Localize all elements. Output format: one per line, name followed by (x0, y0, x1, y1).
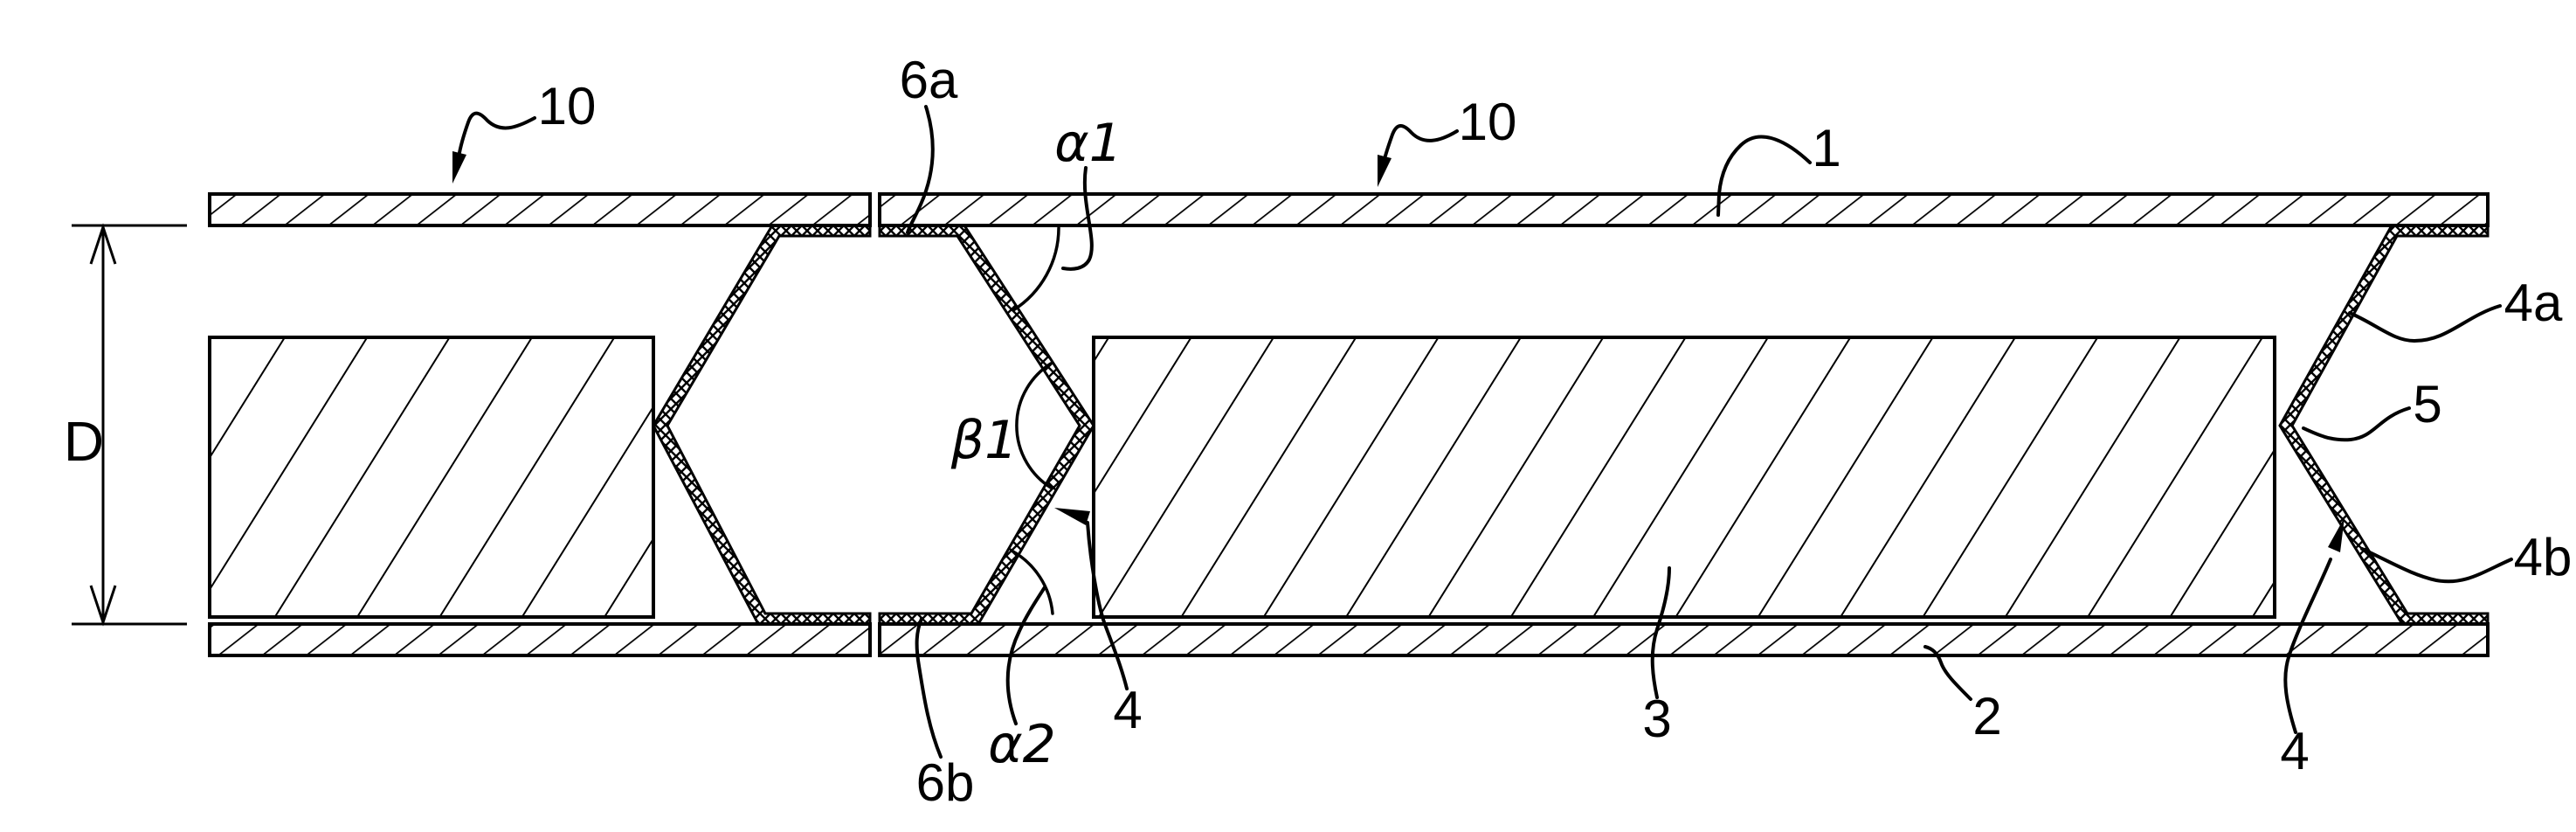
leader-10-right-arrowhead (1378, 155, 1392, 187)
top-plate-right-segment (878, 192, 2490, 227)
leader-4-center (1086, 521, 1129, 690)
leader-5 (2302, 406, 2411, 442)
leader-alpha1 (1061, 166, 1094, 271)
label-4b: 4b (2514, 528, 2573, 586)
label-1: 1 (1812, 119, 1840, 177)
core-block-right (1092, 336, 2276, 619)
dimension-arrowhead-bottom (89, 585, 117, 627)
leader-6a (906, 105, 935, 234)
reference-labels: 10 6a α1 10 1 4a 5 4b β1 6b α2 4 3 2 4 (538, 51, 2573, 812)
leader-10-left-arrowhead (452, 151, 466, 184)
label-2: 2 (1972, 687, 2001, 745)
bottom-plate-left-segment (208, 622, 872, 657)
leader-10-right (1381, 124, 1459, 168)
leader-3 (1650, 566, 1671, 699)
leader-4-right-arrowhead (2328, 517, 2345, 552)
label-4-right: 4 (2280, 722, 2309, 780)
leader-1 (1716, 135, 1812, 217)
label-beta1: β1 (950, 410, 1018, 471)
angle-arc-alpha1 (1012, 226, 1060, 312)
leader-lines (452, 105, 2513, 759)
core-block-left (208, 336, 655, 619)
label-10-right: 10 (1459, 93, 1517, 151)
top-plate-left-segment (208, 192, 872, 227)
spacer-center-unit (878, 224, 1095, 626)
label-10-left: 10 (538, 77, 597, 135)
leader-4a (2348, 304, 2502, 343)
leader-4b (2360, 547, 2513, 584)
leader-6b (915, 617, 943, 759)
label-alpha1: α1 (1054, 113, 1122, 174)
label-4-center: 4 (1113, 681, 1142, 739)
bottom-plate (208, 622, 2490, 657)
label-alpha2: α2 (988, 714, 1056, 775)
leader-4-center-arrowhead (1054, 508, 1090, 525)
label-3: 3 (1642, 690, 1671, 748)
spacer-left-unit (652, 224, 872, 626)
bottom-plate-right-segment (878, 622, 2490, 657)
label-6b: 6b (916, 753, 975, 812)
leader-10-left (457, 111, 536, 159)
leader-alpha2 (1005, 586, 1046, 725)
label-4a: 4a (2504, 274, 2563, 332)
label-D: D (64, 410, 104, 473)
label-5: 5 (2413, 375, 2441, 433)
spacer-right-end (2278, 224, 2490, 626)
angle-arc-beta1 (1015, 362, 1053, 489)
leader-2 (1923, 645, 1972, 701)
dimension-arrowhead-top (89, 223, 117, 265)
dimension-D: D (64, 223, 187, 627)
top-plate (208, 192, 2490, 227)
angle-arc-alpha2 (1010, 549, 1054, 615)
label-6a: 6a (900, 51, 958, 109)
leader-4-right (2283, 558, 2332, 734)
